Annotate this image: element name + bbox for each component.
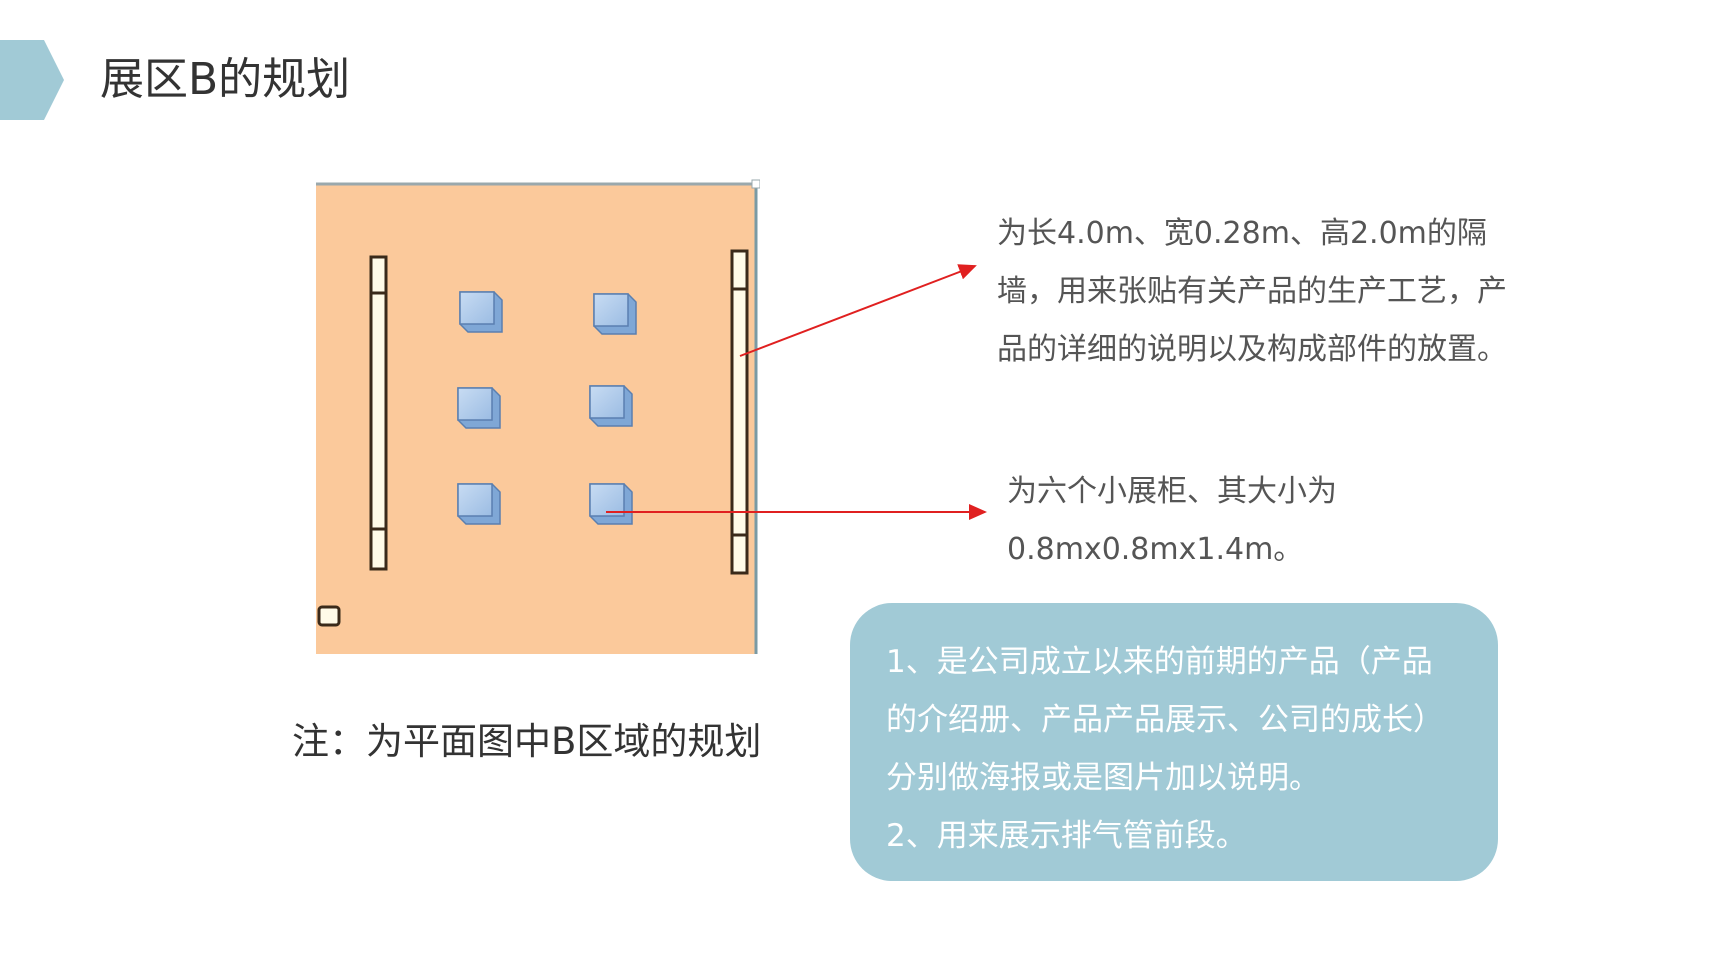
- title-accent-tab: [0, 40, 64, 120]
- floor-corner-handle: [751, 179, 760, 189]
- wall-description: 为长4.0m、宽0.28m、高2.0m的隔墙，用来张贴有关产品的生产工艺，产品的…: [997, 216, 1507, 367]
- display-cabinet: [459, 291, 503, 333]
- info-line: 分别做海报或是图片加以说明。: [886, 760, 1320, 796]
- display-cabinet: [457, 387, 501, 429]
- corner-marker: [317, 605, 341, 627]
- cabinet-description: 为六个小展柜、其大小为0.8mx0.8mx1.4m。: [1007, 474, 1337, 567]
- display-cabinet: [589, 483, 633, 525]
- arrow-wall-callout: [739, 264, 977, 357]
- page-title: 展区B的规划: [100, 54, 351, 105]
- display-cabinet: [457, 483, 501, 525]
- partition-wall-right: [730, 249, 749, 575]
- info-line: 2、用来展示排气管前段。: [886, 818, 1247, 854]
- floor-area: [316, 184, 756, 654]
- plan-note: 注：为平面图中B区域的规划: [292, 720, 762, 763]
- partition-wall-left: [369, 255, 388, 571]
- info-line: 的介绍册、产品产品展示、公司的成长）: [886, 702, 1444, 738]
- info-box: 1、是公司成立以来的前期的产品（产品 的介绍册、产品产品展示、公司的成长） 分别…: [850, 603, 1498, 881]
- display-cabinet: [589, 385, 633, 427]
- info-line: 1、是公司成立以来的前期的产品（产品: [886, 644, 1433, 680]
- display-cabinet: [593, 293, 637, 335]
- floor-plan: [316, 179, 760, 654]
